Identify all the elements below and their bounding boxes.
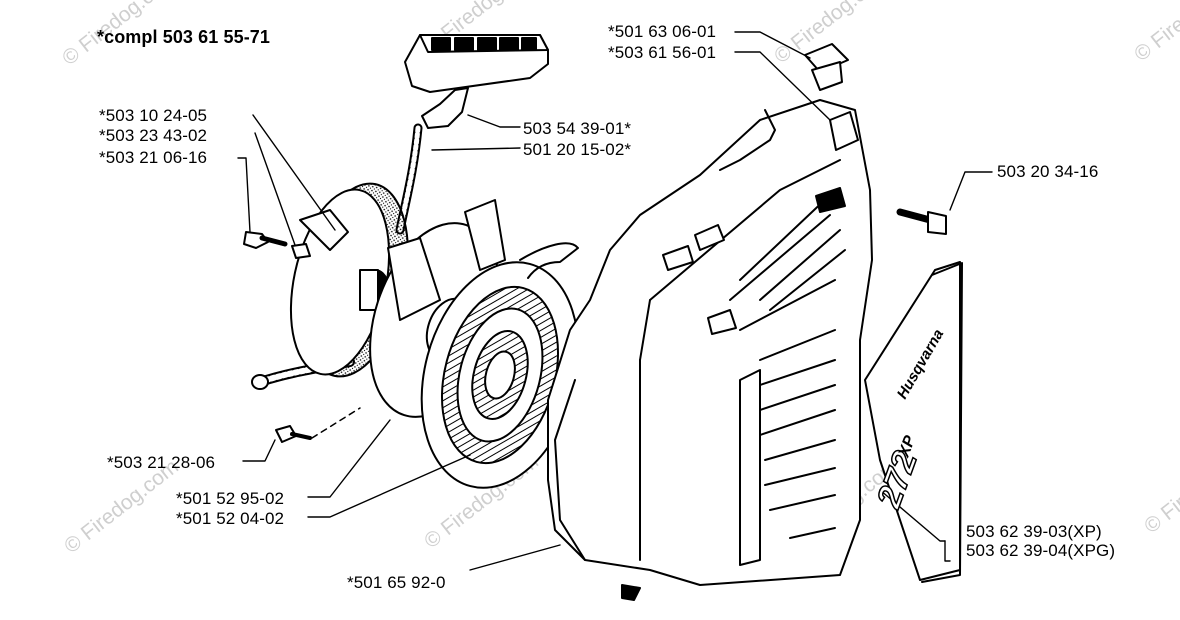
part-label: *503 21 28-06 (107, 453, 216, 472)
part-label: 501 20 15-02* (523, 140, 632, 159)
bolt-drawing (896, 208, 947, 235)
leader-lines (237, 31, 993, 571)
starter-handle-drawing (404, 34, 549, 129)
recoil-spring-drawing (420, 242, 580, 489)
part-label: *503 61 56-01 (608, 43, 717, 62)
starter-housing-drawing (547, 99, 873, 586)
part-label: *503 21 06-16 (99, 148, 208, 167)
part-label: 503 62 39-04(XPG) (966, 541, 1116, 560)
part-label: *503 23 43-02 (99, 126, 208, 145)
assembly-title: *compl 503 61 55-71 (97, 27, 271, 47)
part-label: *501 63 06-01 (608, 22, 717, 41)
grommet-drawing (804, 43, 849, 91)
model-suffix: XP (895, 433, 919, 460)
small-tab-drawing (621, 584, 641, 601)
part-label: *501 52 04-02 (176, 509, 285, 528)
part-label: *501 65 92-0 (347, 573, 446, 592)
part-label: 503 62 39-03(XP) (966, 522, 1102, 541)
screw-drawing (243, 231, 361, 443)
part-label: 503 20 34-16 (997, 162, 1099, 181)
part-label: 503 54 39-01* (523, 119, 632, 138)
part-label: *503 10 24-05 (99, 106, 208, 125)
part-label: *501 52 95-02 (176, 489, 285, 508)
decal-drawing (864, 261, 963, 583)
